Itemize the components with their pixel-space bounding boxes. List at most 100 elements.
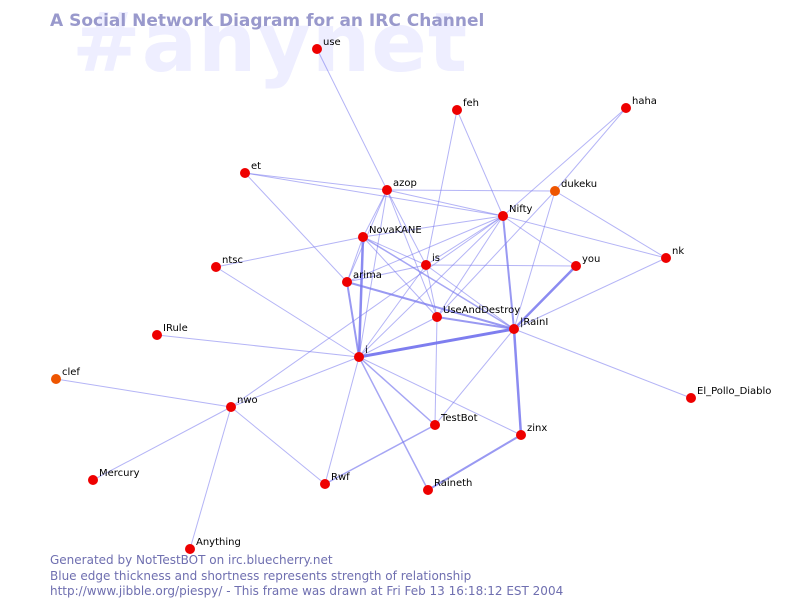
node-haha: haha (621, 96, 657, 113)
edge-UseAndDestroy-TestBot (434, 316, 438, 426)
node-label-Mercury: Mercury (99, 468, 140, 479)
node-label-you: you (582, 254, 600, 265)
edge-i-Rwf (324, 356, 360, 485)
node-label-clef: clef (62, 367, 80, 378)
node-dot-is (421, 260, 431, 270)
node-ntsc: ntsc (211, 255, 243, 272)
edges-layer (55, 48, 692, 550)
edge-is-arima (346, 264, 427, 283)
edge-is-feh (425, 109, 458, 266)
edge-Nifty-azop (386, 189, 504, 217)
node-use: use (312, 37, 341, 54)
node-dot-et (240, 168, 250, 178)
edge-nwo-Mercury (92, 406, 232, 481)
footer-generated-by: Generated by NotTestBOT on irc.bluecherr… (50, 553, 333, 567)
node-dot-you (571, 261, 581, 271)
edge-i-zinx (358, 356, 522, 436)
edge-Nifty-et (244, 172, 504, 217)
edge-IRainI-arima (346, 281, 515, 330)
edge-nwo-Nifty (230, 215, 504, 408)
edge-Nifty-NovaKANE (362, 215, 504, 238)
node-feh: feh (452, 98, 479, 115)
node-azop: azop (382, 178, 417, 195)
edge-nwo-Anything (189, 406, 232, 550)
edge-Nifty-you (502, 215, 577, 267)
edge-IRainI-nk (513, 257, 667, 330)
node-label-is: is (432, 253, 440, 264)
node-zinx: zinx (516, 423, 547, 440)
edge-i-nwo (230, 356, 360, 408)
edge-IRainI-Nifty (502, 215, 515, 330)
node-i: i (354, 345, 368, 362)
edge-azop-et (244, 172, 388, 191)
node-label-feh: feh (463, 98, 479, 109)
footer-legend-note: Blue edge thickness and shortness repres… (50, 569, 472, 583)
node-label-NovaKANE: NovaKANE (369, 225, 422, 236)
node-Rwf: Rwf (320, 472, 350, 489)
node-IRainI: |RainI (509, 317, 548, 334)
node-dot-feh (452, 105, 462, 115)
node-dot-nk (661, 253, 671, 263)
edge-dukeku-nk (554, 190, 667, 259)
edge-i-TestBot (358, 356, 436, 426)
node-label-haha: haha (632, 96, 657, 107)
node-dot-haha (621, 103, 631, 113)
edge-i-Raineth (358, 356, 429, 491)
node-dot-Nifty (498, 211, 508, 221)
node-label-El_Pollo_Diablo: El_Pollo_Diablo (697, 386, 771, 397)
node-dot-arima (342, 277, 352, 287)
edge-nwo-clef (55, 378, 232, 408)
node-dot-Anything (185, 544, 195, 554)
node-Anything: Anything (185, 537, 241, 554)
channel-watermark: #anynet (72, 0, 469, 91)
edge-IRainI-NovaKANE (362, 236, 515, 330)
node-label-nk: nk (672, 246, 684, 257)
footer-url-timestamp: http://www.jibble.org/piespy/ - This fra… (50, 584, 564, 598)
node-label-ntsc: ntsc (222, 255, 243, 266)
edge-Nifty-feh (456, 109, 504, 217)
node-label-et: et (251, 161, 261, 172)
node-dot-IRule (152, 330, 162, 340)
edge-NovaKANE-ntsc (215, 236, 364, 268)
edge-nwo-Rwf (230, 406, 326, 485)
edge-i-ntsc (215, 266, 360, 358)
node-nk: nk (661, 246, 684, 263)
node-dot-Mercury (88, 475, 98, 485)
node-dukeku: dukeku (550, 179, 597, 196)
node-UseAndDestroy: UseAndDestroy (432, 305, 520, 322)
edge-dukeku-UseAndDestroy (436, 190, 556, 318)
node-dot-azop (382, 185, 392, 195)
node-label-TestBot: TestBot (440, 413, 478, 424)
node-dot-El_Pollo_Diablo (686, 393, 696, 403)
edge-TestBot-Rwf (324, 424, 436, 485)
node-NovaKANE: NovaKANE (358, 225, 422, 242)
edge-IRainI-UseAndDestroy (436, 316, 515, 330)
node-label-i: i (365, 345, 368, 356)
edge-UseAndDestroy-Nifty (436, 215, 504, 318)
node-dot-Raineth (423, 485, 433, 495)
node-dot-UseAndDestroy (432, 312, 442, 322)
node-dot-zinx (516, 430, 526, 440)
node-Raineth: Raineth (423, 478, 472, 495)
edge-dukeku-haha (554, 107, 627, 192)
edge-Nifty-arima (346, 215, 504, 283)
edge-IRainI-you (512, 264, 578, 331)
node-label-UseAndDestroy: UseAndDestroy (443, 305, 520, 316)
node-Nifty: Nifty (498, 204, 533, 221)
node-dot-use (312, 44, 322, 54)
node-label-Nifty: Nifty (509, 204, 533, 215)
node-dot-i (354, 352, 364, 362)
node-label-azop: azop (393, 178, 417, 189)
edge-IRainI-dukeku (513, 190, 556, 330)
edge-UseAndDestroy-is (425, 264, 438, 318)
edge-IRainI-zinx (512, 327, 523, 437)
node-label-arima: arima (353, 270, 382, 281)
node-dot-TestBot (430, 420, 440, 430)
edge-IRainI-El_Pollo_Diablo (513, 328, 692, 399)
edge-azop-dukeku (386, 189, 556, 192)
node-dot-Rwf (320, 479, 330, 489)
node-is: is (421, 253, 440, 270)
edge-UseAndDestroy-NovaKANE (362, 236, 438, 318)
